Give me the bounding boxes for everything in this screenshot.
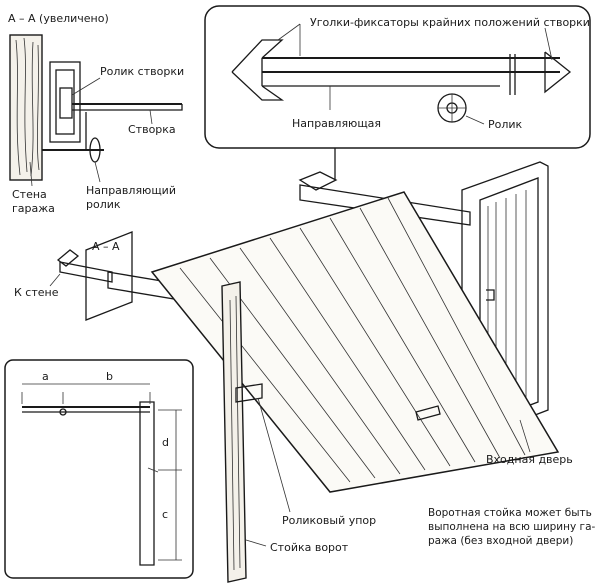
section-aa-title: А – А (увеличено): [8, 12, 109, 25]
leader-gate-post: [245, 539, 267, 547]
label-guide-roller-2: ролик: [86, 198, 121, 211]
wood-grain: [15, 37, 40, 177]
dim-ticks-top: [21, 392, 151, 404]
leaf-roller: [59, 87, 73, 119]
left-corner-stop: [231, 39, 285, 101]
roller-stop: [235, 383, 263, 403]
note-line-3: ража (без входной двери): [428, 535, 573, 547]
rail-roller-axis: [438, 94, 466, 122]
note-line-2: выполнена на всю ширину га-: [428, 521, 596, 533]
dim-d: d: [162, 436, 169, 449]
label-gate-post: Стойка ворот: [270, 541, 349, 554]
roller-housing: [55, 69, 75, 135]
leader-corner-stops: [277, 23, 301, 56]
leader-corner-stops-right: [544, 27, 553, 61]
upper-guide-rail: [299, 184, 471, 226]
label-to-wall: К стене: [14, 286, 59, 299]
roller-bracket: [49, 61, 81, 143]
label-guide-roller-1: Направляющий: [86, 184, 176, 197]
label-leaf: Створка: [128, 123, 176, 136]
leader-roller: [465, 115, 485, 125]
leader-leaf: [149, 109, 153, 125]
gate-post: [221, 281, 247, 583]
label-garage-wall-2: гаража: [12, 202, 55, 215]
leader-roller-stop: [257, 397, 291, 513]
note-line-1: Воротная стойка может быть: [428, 507, 592, 519]
label-roller-leaf: Ролик створки: [100, 65, 184, 78]
dim-roller-mark: [147, 467, 159, 473]
section-tag: А – А: [92, 240, 120, 253]
label-guide: Направляющая: [292, 117, 381, 130]
gate-note: Воротная стойка может быть выполнена на …: [428, 507, 596, 547]
leader-roller-leaf: [71, 77, 101, 96]
guide-callout-frame: [204, 5, 591, 149]
upper-rail-stop: [298, 171, 338, 191]
label-entry-door: Входная дверь: [486, 453, 573, 466]
leaf-edge: [72, 104, 183, 111]
dim-post: [139, 401, 155, 566]
gate-assembly: А – А К стене Входная дверь Роликовый уп…: [14, 161, 573, 583]
leader-to-wall: [49, 273, 61, 287]
rail-joint: [509, 54, 516, 95]
gate-post-grain: [229, 295, 241, 571]
dim-a: a: [42, 370, 49, 383]
gate-leaf-planks: [179, 197, 526, 483]
section-tag-card: [85, 231, 133, 321]
dimensions-detail: a b d c: [4, 359, 194, 579]
section-aa-detail: А – А (увеличено) Ролик створки Створка …: [8, 12, 184, 215]
label-roller-stop: Роликовый упор: [282, 514, 376, 527]
leader-wall: [29, 161, 33, 187]
leader-entry-door: [519, 419, 531, 453]
guide-callout: Уголки-фиксаторы крайних положений створ…: [204, 5, 591, 180]
label-garage-wall-1: Стена: [12, 188, 47, 201]
dim-c: c: [162, 508, 168, 521]
dimensions-frame: [4, 359, 194, 579]
leader-guide-roller: [94, 161, 101, 183]
label-roller: Ролик: [488, 118, 523, 131]
door-handle: [486, 289, 495, 301]
left-rail: [59, 261, 113, 283]
left-rail-stop: [56, 249, 80, 267]
gate-leaf: [150, 191, 560, 493]
entry-door-planks: [487, 190, 527, 418]
dim-ticks-right: [158, 409, 182, 561]
right-corner-stop: [544, 51, 572, 94]
dim-pivot: [59, 408, 67, 416]
gate-leaf-handle: [415, 405, 441, 421]
dim-b: b: [106, 370, 113, 383]
label-corner-stops: Уголки-фиксаторы крайних положений створ…: [310, 16, 590, 29]
